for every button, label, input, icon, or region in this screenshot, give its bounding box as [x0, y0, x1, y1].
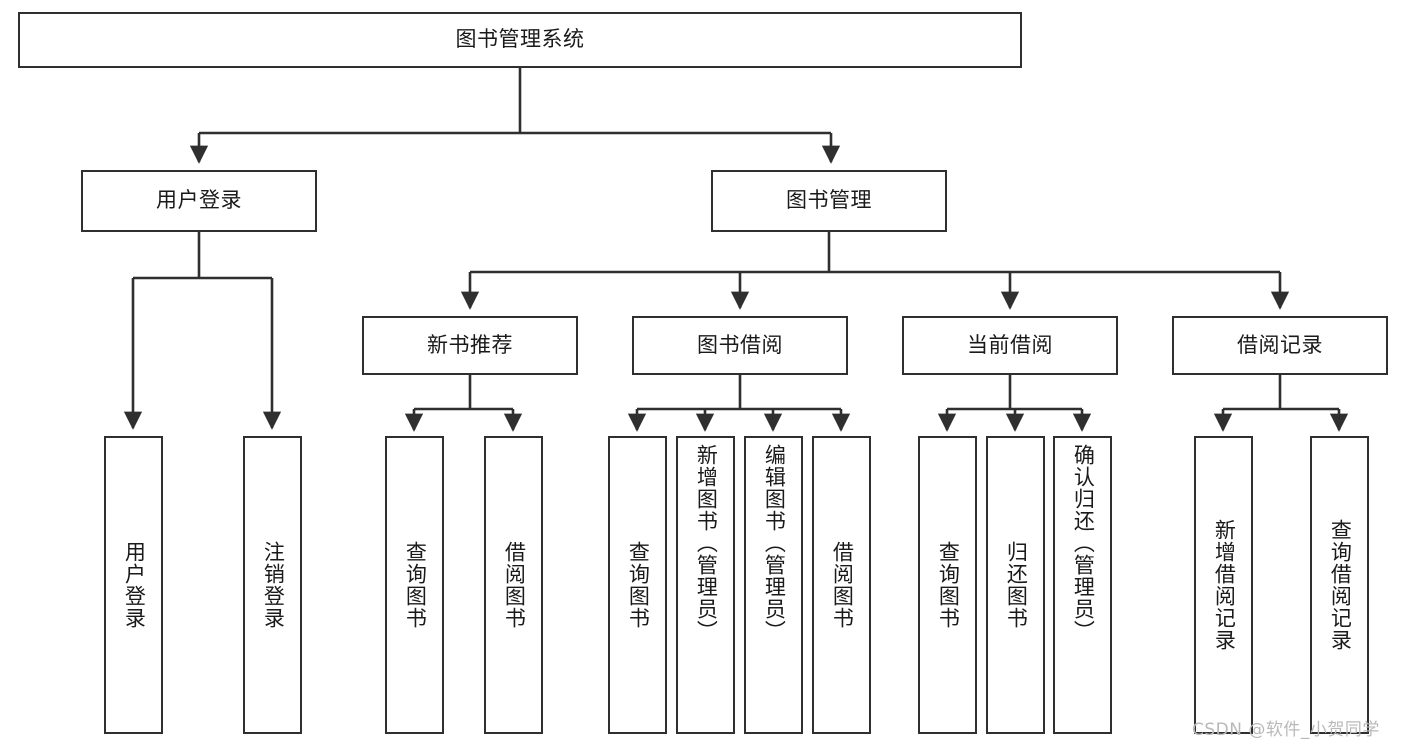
node-leaf-add-borrow-record[interactable]: 新增借阅记录: [1194, 436, 1253, 734]
node-borrow-record[interactable]: 借阅记录: [1172, 316, 1388, 375]
node-label: 借阅记录: [1237, 332, 1323, 357]
node-label: 新增借阅记录: [1212, 519, 1237, 651]
node-leaf-query-book-borrow[interactable]: 查询图书: [608, 436, 667, 734]
node-leaf-return-book[interactable]: 归还图书: [986, 436, 1045, 734]
watermark-text: CSDN @软件_小贺同学: [1192, 720, 1380, 740]
node-label: 编辑图书（管理员）: [762, 444, 787, 642]
node-label: 新书推荐: [427, 332, 513, 357]
node-new-book-recommend[interactable]: 新书推荐: [362, 316, 578, 375]
node-label: 查询借阅记录: [1328, 519, 1353, 651]
node-book-borrow[interactable]: 图书借阅: [632, 316, 848, 375]
node-label: 图书借阅: [697, 332, 783, 357]
node-label: 借阅图书: [502, 541, 527, 629]
node-label: 查询图书: [936, 541, 961, 629]
node-current-borrow[interactable]: 当前借阅: [902, 316, 1118, 375]
node-root-system[interactable]: 图书管理系统: [18, 12, 1022, 68]
node-leaf-user-login[interactable]: 用户登录: [104, 436, 163, 734]
node-leaf-borrow-book[interactable]: 借阅图书: [812, 436, 871, 734]
node-label: 归还图书: [1004, 541, 1029, 629]
node-label: 注销登录: [261, 541, 286, 629]
node-leaf-borrow-book-recommend[interactable]: 借阅图书: [484, 436, 543, 734]
node-label: 图书管理系统: [455, 27, 585, 52]
node-leaf-add-book-admin[interactable]: 新增图书（管理员）: [676, 436, 735, 734]
node-label: 查询图书: [403, 541, 428, 629]
node-user-login[interactable]: 用户登录: [81, 170, 317, 232]
node-label: 确认归还（管理员）: [1071, 444, 1096, 642]
node-leaf-query-book-current[interactable]: 查询图书: [918, 436, 977, 734]
node-label: 借阅图书: [830, 541, 855, 629]
node-label: 新增图书（管理员）: [694, 444, 719, 642]
node-leaf-user-logout[interactable]: 注销登录: [243, 436, 302, 734]
node-label: 查询图书: [626, 541, 651, 629]
node-leaf-query-borrow-record[interactable]: 查询借阅记录: [1310, 436, 1369, 734]
node-leaf-confirm-return-admin[interactable]: 确认归还（管理员）: [1053, 436, 1112, 734]
node-leaf-edit-book-admin[interactable]: 编辑图书（管理员）: [744, 436, 803, 734]
node-book-manage[interactable]: 图书管理: [711, 170, 947, 232]
node-label: 当前借阅: [967, 332, 1053, 357]
node-label: 图书管理: [786, 188, 872, 213]
node-leaf-query-book-recommend[interactable]: 查询图书: [385, 436, 444, 734]
node-label: 用户登录: [122, 541, 147, 629]
node-label: 用户登录: [156, 188, 242, 213]
